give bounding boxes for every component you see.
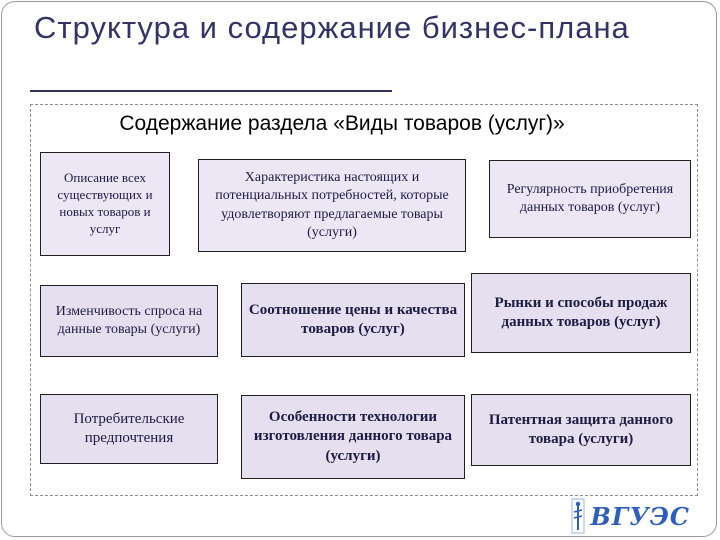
- demand-variability-label: Изменчивость спроса на данные товары (ус…: [55, 303, 203, 337]
- consumer-preferences-box: Потребительские предпочтения: [40, 394, 218, 464]
- vvsu-logo-text: ВГУЭС: [590, 501, 690, 531]
- content-panel: [30, 104, 698, 496]
- price-quality-ratio-box: Соотношение цены и качества товаров (усл…: [241, 283, 465, 357]
- patent-protection-box: Патентная защита данного товара (услуги): [471, 394, 691, 466]
- markets-sales-methods-label: Рынки и способы продаж данных товаров (у…: [494, 294, 668, 331]
- consumer-preferences-label: Потребительские предпочтения: [73, 410, 185, 447]
- vvsu-emblem-icon: [571, 498, 585, 534]
- price-quality-ratio-label: Соотношение цены и качества товаров (усл…: [248, 301, 458, 338]
- needs-characteristic-box: Характеристика настоящих и потенциальных…: [198, 159, 466, 252]
- production-technology-box: Особенности технологии изготовления данн…: [241, 395, 465, 479]
- title-underline: [30, 90, 392, 92]
- production-technology-label: Особенности технологии изготовления данн…: [253, 408, 453, 464]
- slide-title: Структура и содержание бизнес-плана: [34, 10, 630, 45]
- patent-protection-label: Патентная защита данного товара (услуги): [488, 411, 674, 448]
- needs-characteristic-label: Характеристика настоящих и потенциальных…: [215, 170, 449, 240]
- description-of-goods-label: Описание всех существующих и новых товар…: [57, 170, 153, 236]
- description-of-goods-box: Описание всех существующих и новых товар…: [40, 152, 170, 256]
- purchase-regularity-box: Регулярность приобретения данных товаров…: [489, 160, 691, 238]
- section-heading: Содержание раздела «Виды товаров (услуг)…: [119, 112, 565, 135]
- vvsu-logo: ВГУЭС: [571, 498, 690, 534]
- markets-sales-methods-box: Рынки и способы продаж данных товаров (у…: [471, 273, 691, 353]
- purchase-regularity-label: Регулярность приобретения данных товаров…: [506, 181, 674, 215]
- demand-variability-box: Изменчивость спроса на данные товары (ус…: [40, 285, 218, 357]
